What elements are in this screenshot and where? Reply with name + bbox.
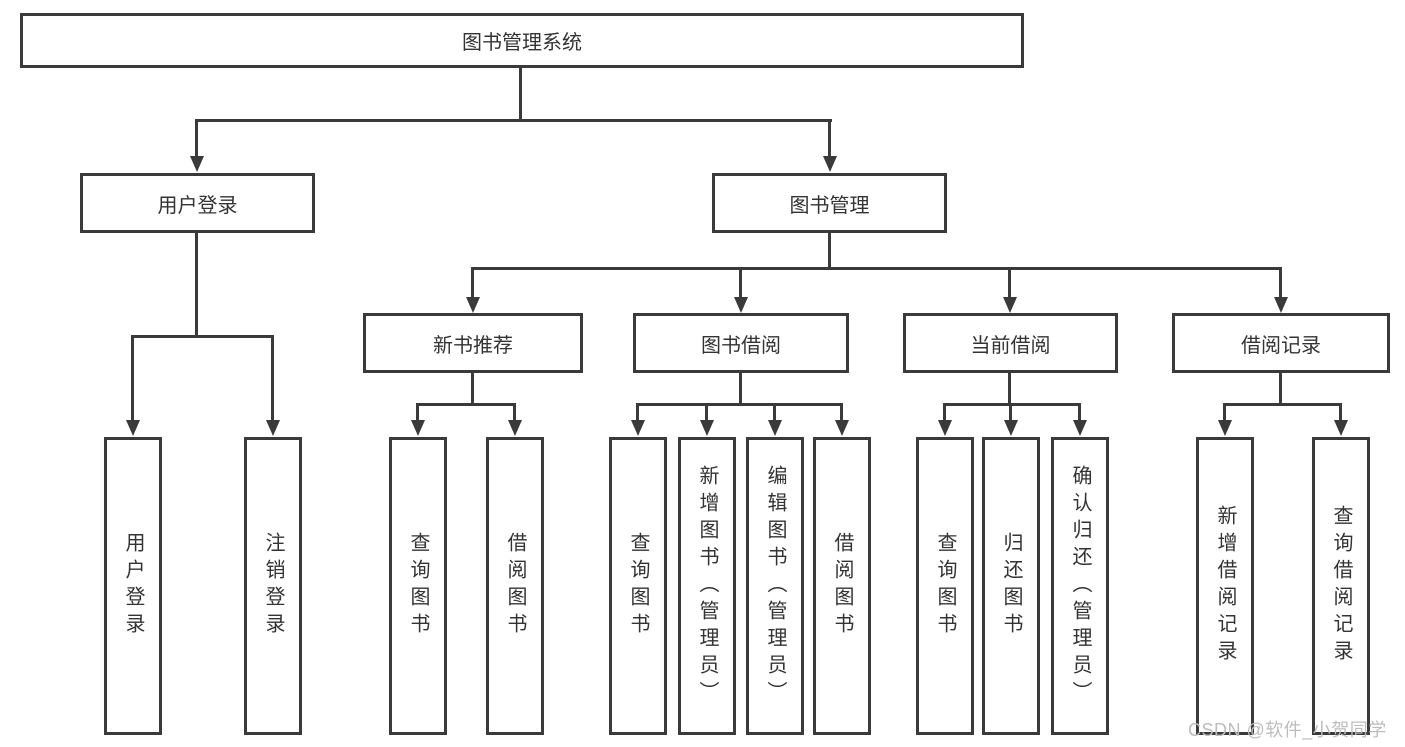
connector-stem (1009, 403, 1012, 422)
node-leaf-recommend-borrow-books-label: 借阅图书 (504, 532, 526, 640)
connector-stem-book-management (828, 119, 831, 157)
node-root-label: 图书管理系统 (462, 32, 582, 54)
connector-stem-user-login (195, 119, 198, 157)
arrow-down-icon (466, 297, 480, 313)
arrow-down-icon (1073, 420, 1087, 436)
node-leaf-record-query-record-label: 查询借阅记录 (1330, 505, 1352, 667)
node-leaf-borrow-borrow-books-label: 借阅图书 (831, 532, 853, 640)
arrow-down-icon (266, 420, 280, 436)
node-borrow-record-label: 借阅记录 (1241, 334, 1321, 357)
connector-stem (840, 403, 843, 422)
connector-book-management-down (828, 233, 831, 270)
arrow-down-icon (1003, 297, 1017, 313)
node-leaf-user-login-label: 用户登录 (122, 532, 144, 640)
connector-stem (943, 403, 946, 422)
node-book-management-label: 图书管理 (789, 194, 870, 217)
node-book-borrow-label: 图书借阅 (701, 334, 781, 357)
node-current-borrow-label: 当前借阅 (970, 334, 1051, 357)
node-leaf-borrow-query-books-label: 查询图书 (627, 532, 649, 640)
node-leaf-recommend-borrow-books: 借阅图书 (486, 437, 544, 735)
connector-book-management-span (471, 267, 1282, 270)
connector-root-span (196, 119, 832, 122)
arrow-down-icon (1218, 420, 1232, 436)
connector-stem (416, 403, 419, 422)
connector-stem-book-borrow (739, 267, 742, 299)
node-new-book-recommend-label: 新书推荐 (433, 334, 513, 357)
node-user-login: 用户登录 (80, 173, 315, 233)
connector-user-login-down (195, 233, 198, 337)
node-leaf-record-query-record: 查询借阅记录 (1312, 437, 1370, 735)
arrow-down-icon (631, 420, 645, 436)
connector-stem (636, 403, 639, 422)
connector-recommend-down (471, 373, 474, 406)
node-leaf-user-login: 用户登录 (104, 437, 162, 735)
arrow-down-icon (700, 420, 714, 436)
node-leaf-current-confirm-return-admin-label: 确认归还（管理员） (1069, 464, 1091, 708)
connector-stem (705, 403, 708, 422)
node-leaf-current-return-books: 归还图书 (982, 437, 1040, 735)
node-leaf-borrow-add-books-admin-label: 新增图书（管理员） (696, 464, 718, 708)
node-new-book-recommend: 新书推荐 (363, 313, 583, 373)
arrow-down-icon (823, 156, 837, 172)
node-leaf-current-query-books-label: 查询图书 (934, 532, 956, 640)
watermark: CSDN @软件_小贺同学 (1188, 720, 1387, 740)
connector-root-down (519, 68, 522, 120)
arrow-down-icon (411, 420, 425, 436)
connector-stem (513, 403, 516, 422)
connector-recommend-span (416, 403, 516, 406)
arrow-down-icon (126, 420, 140, 436)
connector-borrow-span (636, 403, 843, 406)
arrow-down-icon (938, 420, 952, 436)
arrow-down-icon (835, 420, 849, 436)
node-leaf-recommend-query-books: 查询图书 (389, 437, 447, 735)
connector-stem-borrow-record (1279, 267, 1282, 299)
node-root: 图书管理系统 (20, 13, 1024, 68)
arrow-down-icon (1004, 420, 1018, 436)
node-user-login-label: 用户登录 (157, 194, 238, 217)
connector-stem-current-borrow (1008, 267, 1011, 299)
node-leaf-recommend-query-books-label: 查询图书 (407, 532, 429, 640)
node-leaf-borrow-edit-books-admin: 编辑图书（管理员） (746, 437, 804, 735)
node-leaf-logout-label: 注销登录 (262, 532, 284, 640)
node-leaf-logout: 注销登录 (244, 437, 302, 735)
arrow-down-icon (734, 297, 748, 313)
connector-stem (1078, 403, 1081, 422)
node-leaf-current-query-books: 查询图书 (916, 437, 974, 735)
node-leaf-borrow-edit-books-admin-label: 编辑图书（管理员） (764, 464, 786, 708)
node-leaf-borrow-add-books-admin: 新增图书（管理员） (678, 437, 736, 735)
node-leaf-borrow-borrow-books: 借阅图书 (813, 437, 871, 735)
node-book-borrow: 图书借阅 (633, 313, 849, 373)
connector-stem (773, 403, 776, 422)
connector-stem-leaf-logout (271, 335, 274, 422)
node-book-management: 图书管理 (712, 173, 947, 233)
arrow-down-icon (768, 420, 782, 436)
arrow-down-icon (190, 156, 204, 172)
node-current-borrow: 当前借阅 (903, 313, 1118, 373)
connector-stem-leaf-user-login (131, 335, 134, 422)
node-leaf-record-add-record-label: 新增借阅记录 (1214, 505, 1236, 667)
connector-user-login-span (131, 335, 274, 338)
connector-stem-new-book-recommend (471, 267, 474, 299)
connector-borrow-down (739, 373, 742, 406)
node-leaf-borrow-query-books: 查询图书 (609, 437, 667, 735)
arrow-down-icon (1274, 297, 1288, 313)
node-leaf-record-add-record: 新增借阅记录 (1196, 437, 1254, 735)
arrow-down-icon (508, 420, 522, 436)
connector-current-span (943, 403, 1081, 406)
node-leaf-current-confirm-return-admin: 确认归还（管理员） (1051, 437, 1109, 735)
connector-record-down (1279, 373, 1282, 406)
connector-record-span (1223, 403, 1342, 406)
connector-stem (1339, 403, 1342, 422)
arrow-down-icon (1334, 420, 1348, 436)
node-borrow-record: 借阅记录 (1172, 313, 1390, 373)
connector-current-down (1008, 373, 1011, 406)
node-leaf-current-return-books-label: 归还图书 (1000, 532, 1022, 640)
connector-stem (1223, 403, 1226, 422)
